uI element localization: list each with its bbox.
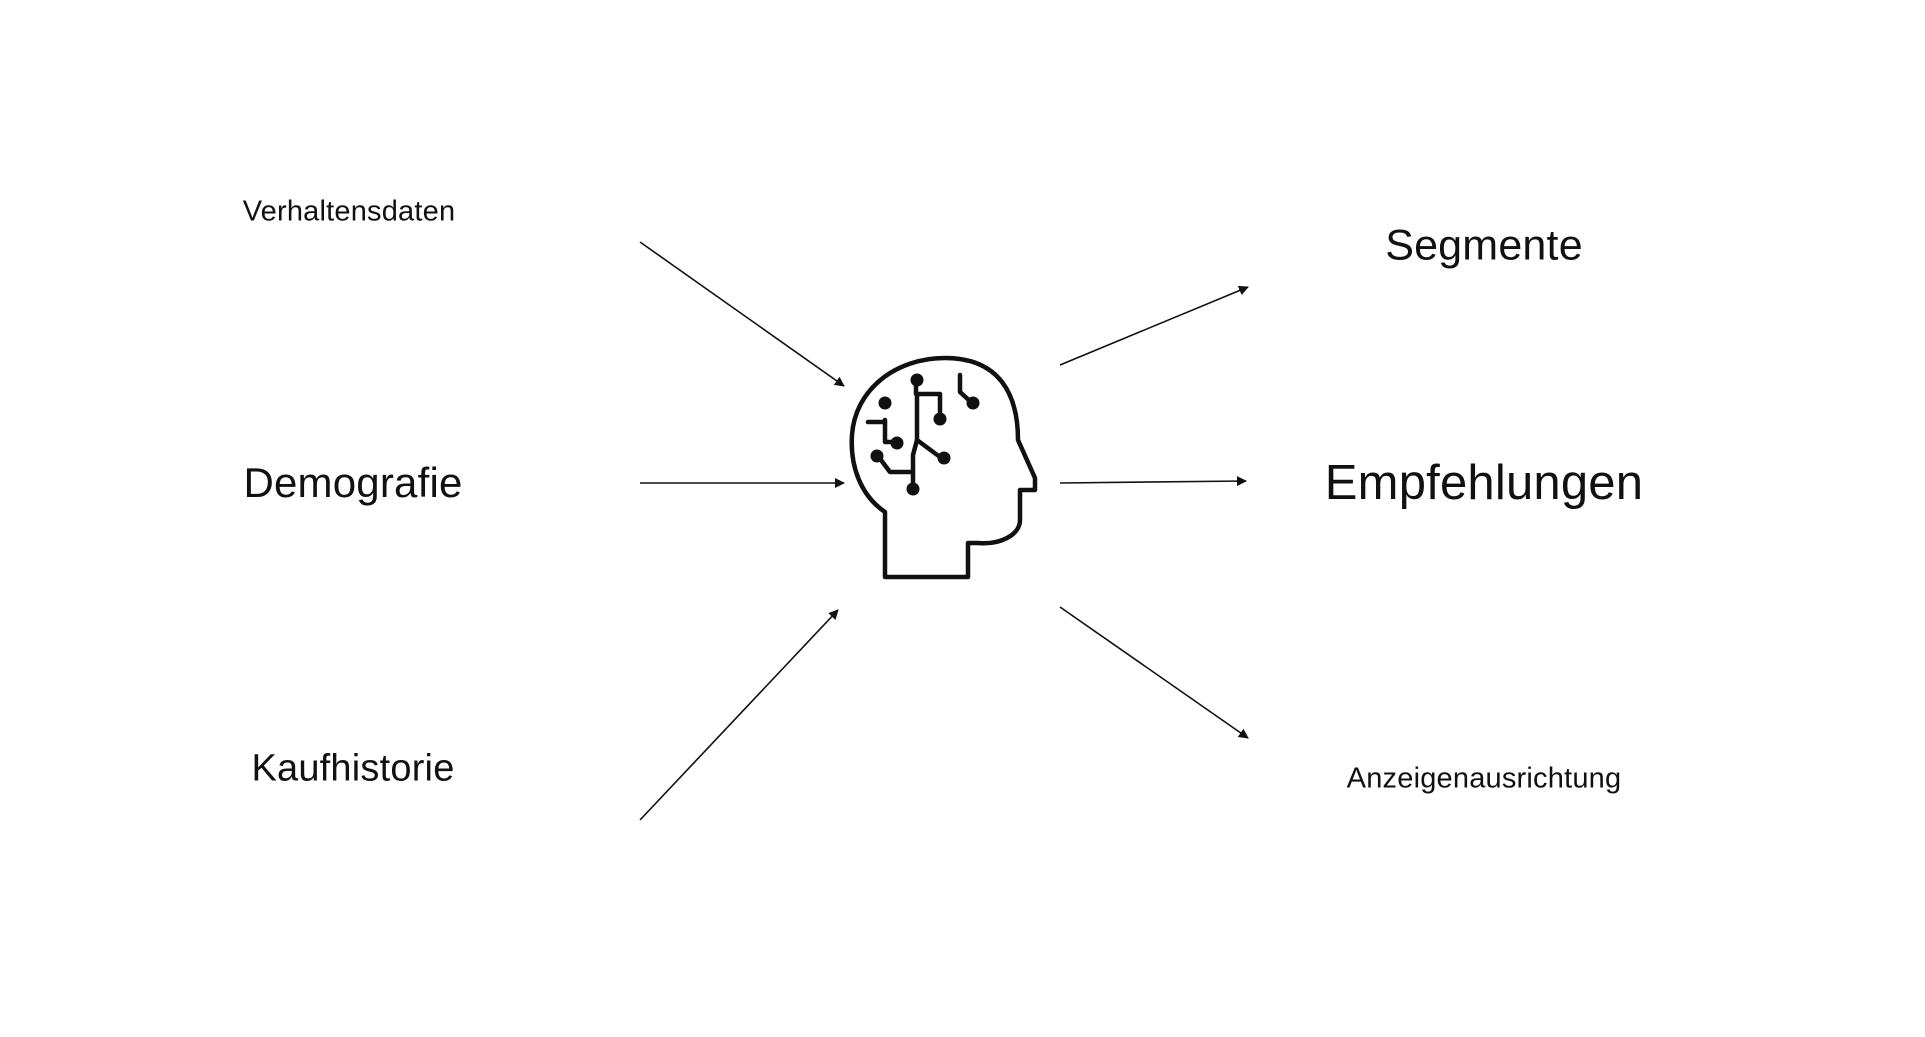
output-label-anzeigenausrichtung: Anzeigenausrichtung <box>1346 762 1622 795</box>
output-label-empfehlungen: Empfehlungen <box>1324 456 1644 510</box>
circuit-nodes <box>870 373 980 496</box>
input-label-demografie: Demografie <box>243 459 463 506</box>
arrow-head-to-anzeigenausrichtung <box>1059 606 1249 739</box>
brain-circuit-head-icon <box>849 355 1038 580</box>
output-label-segmente: Segmente <box>1385 221 1583 270</box>
arrow-head-to-empfehlungen <box>1059 476 1247 487</box>
input-label-kaufhistorie: Kaufhistorie <box>251 747 455 790</box>
arrow-kaufhistorie-to-head <box>639 609 839 821</box>
input-label-verhaltensdaten: Verhaltensdaten <box>242 195 456 228</box>
arrow-head-to-segmente <box>1059 285 1249 366</box>
arrow-verhaltensdaten-to-head <box>639 241 845 387</box>
